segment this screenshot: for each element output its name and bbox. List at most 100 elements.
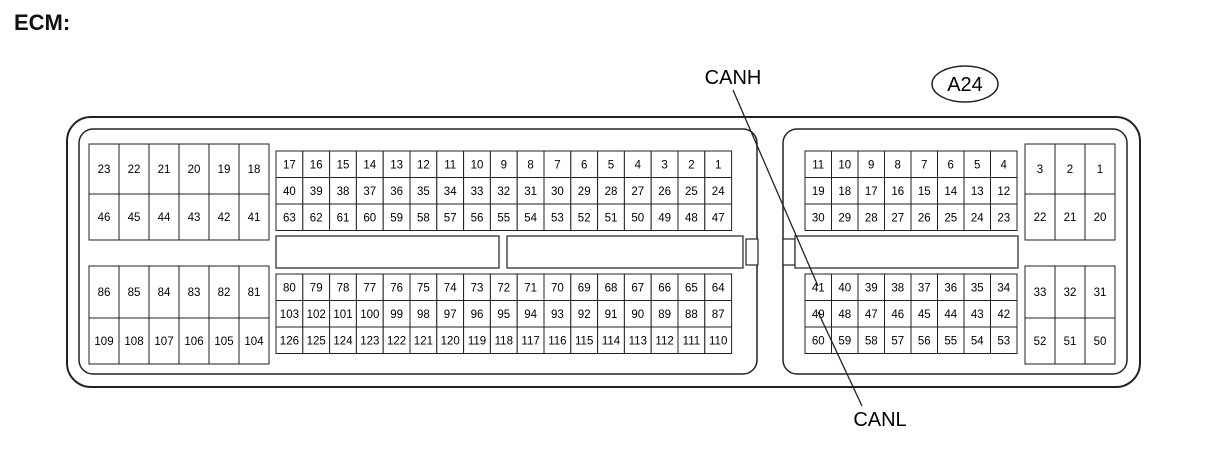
pin-number: 71 bbox=[524, 282, 537, 294]
pin-number: 88 bbox=[685, 309, 698, 321]
pin-cell bbox=[463, 326, 491, 354]
pin-cell bbox=[1084, 317, 1116, 365]
pin-number: 103 bbox=[280, 309, 299, 321]
pin-number: 57 bbox=[891, 335, 904, 347]
pin-number: 116 bbox=[548, 335, 566, 347]
pin-number: 2 bbox=[688, 159, 694, 171]
pin-cell bbox=[238, 143, 270, 195]
pin-number: 28 bbox=[605, 186, 618, 198]
pin-cell bbox=[516, 300, 545, 328]
pin-number: 1 bbox=[1097, 164, 1103, 176]
pin-number: 85 bbox=[128, 287, 141, 299]
pin-number: 22 bbox=[1034, 212, 1047, 224]
pin-number: 39 bbox=[310, 186, 323, 198]
pin-number: 49 bbox=[658, 212, 671, 224]
pin-cell bbox=[704, 203, 733, 231]
pin-number: 118 bbox=[495, 335, 513, 347]
pin-cell bbox=[436, 300, 465, 328]
pin-number: 30 bbox=[812, 212, 825, 224]
pin-number: 80 bbox=[283, 282, 296, 294]
pin-cell bbox=[148, 265, 180, 319]
pin-number: 31 bbox=[524, 186, 537, 198]
pin-cell bbox=[1084, 193, 1116, 241]
pin-cell bbox=[623, 300, 652, 328]
pin-number: 44 bbox=[158, 212, 171, 224]
pin-number: 65 bbox=[685, 282, 698, 294]
pin-cell bbox=[884, 326, 912, 354]
pin-cell bbox=[1024, 265, 1056, 319]
pin-number: 62 bbox=[310, 212, 323, 224]
pin-number: 24 bbox=[971, 212, 984, 224]
pin-cell bbox=[275, 177, 304, 205]
pin-cell bbox=[238, 193, 270, 241]
pin-number: 83 bbox=[188, 287, 201, 299]
pin-number: 12 bbox=[997, 186, 1010, 198]
pin-number: 14 bbox=[944, 186, 957, 198]
pin-cell bbox=[275, 326, 304, 354]
pin-number: 112 bbox=[655, 335, 673, 347]
pin-number: 100 bbox=[360, 309, 379, 321]
pin-number: 4 bbox=[1001, 159, 1008, 171]
pin-number: 92 bbox=[578, 309, 591, 321]
pin-cell bbox=[677, 326, 706, 354]
left-key-slot bbox=[275, 235, 500, 269]
pin-number: 13 bbox=[390, 159, 403, 171]
pin-number: 108 bbox=[124, 336, 143, 348]
pin-number: 104 bbox=[244, 336, 264, 348]
pin-cell bbox=[208, 143, 240, 195]
pin-number: 79 bbox=[310, 282, 323, 294]
connector-housing-outline bbox=[66, 116, 1141, 388]
pin-number: 51 bbox=[1064, 336, 1077, 348]
pin-number: 32 bbox=[497, 186, 510, 198]
pin-number: 126 bbox=[280, 335, 299, 347]
pin-cell bbox=[910, 203, 938, 231]
pin-number: 42 bbox=[218, 212, 231, 224]
pin-number: 11 bbox=[444, 159, 456, 171]
pin-number: 91 bbox=[605, 309, 618, 321]
pin-cell bbox=[597, 326, 625, 354]
pin-number: 73 bbox=[471, 282, 484, 294]
pin-number: 42 bbox=[997, 309, 1010, 321]
pin-number: 52 bbox=[1034, 336, 1047, 348]
pin-number: 114 bbox=[602, 335, 621, 347]
pin-cell bbox=[409, 273, 438, 301]
pin-cell bbox=[910, 177, 938, 205]
pin-cell bbox=[275, 203, 304, 231]
pin-cell bbox=[329, 326, 357, 354]
pin-number: 31 bbox=[1094, 287, 1107, 299]
pin-cell bbox=[704, 326, 733, 354]
pin-number: 93 bbox=[551, 309, 564, 321]
pin-number: 8 bbox=[895, 159, 901, 171]
canl-leader-line bbox=[817, 311, 863, 407]
pin-number: 40 bbox=[838, 282, 851, 294]
pin-number: 122 bbox=[387, 335, 406, 347]
pin-cell bbox=[543, 177, 572, 205]
pin-number: 54 bbox=[971, 335, 984, 347]
pin-cell bbox=[937, 300, 965, 328]
pin-number: 25 bbox=[685, 186, 698, 198]
pin-number: 117 bbox=[521, 335, 539, 347]
pin-number: 1 bbox=[715, 159, 721, 171]
pin-number: 34 bbox=[997, 282, 1010, 294]
pin-number: 16 bbox=[310, 159, 323, 171]
left-latch bbox=[745, 238, 759, 266]
pin-number: 26 bbox=[658, 186, 671, 198]
pin-cell bbox=[937, 150, 965, 178]
pin-number: 23 bbox=[997, 212, 1010, 224]
pin-cell bbox=[489, 203, 518, 231]
connector-code-text: A24 bbox=[947, 74, 983, 96]
pin-cell bbox=[677, 177, 706, 205]
pin-number: 46 bbox=[98, 212, 111, 224]
pin-cell bbox=[382, 326, 411, 354]
pin-number: 45 bbox=[918, 309, 931, 321]
pin-number: 124 bbox=[333, 335, 353, 347]
pin-number: 89 bbox=[658, 309, 671, 321]
pin-cell bbox=[990, 300, 1018, 328]
pin-cell bbox=[208, 193, 240, 241]
pin-number: 9 bbox=[501, 159, 507, 171]
pin-number: 43 bbox=[188, 212, 201, 224]
pin-number: 28 bbox=[865, 212, 878, 224]
pin-number: 59 bbox=[838, 335, 851, 347]
pin-cell bbox=[704, 273, 733, 301]
pin-number: 30 bbox=[551, 186, 564, 198]
